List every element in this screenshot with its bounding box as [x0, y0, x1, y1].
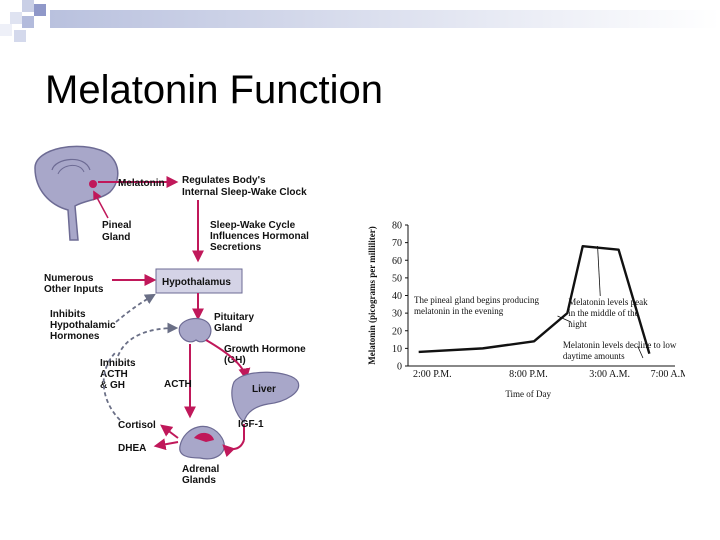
chart-annotation-decline-2: daytime amounts [563, 351, 625, 361]
melatonin-pathway-diagram: Melatonin Regulates Body's Internal Slee… [34, 145, 309, 486]
label-pituitary-2: Gland [214, 323, 242, 334]
melatonin-level-chart: 0 10 20 30 40 50 60 70 80 Melatonin (picograms pe… [367, 221, 685, 400]
chart-annotation-pointer [637, 345, 644, 359]
chart-series-line [418, 244, 651, 355]
chart-x-axis-label: Time of Day [505, 389, 551, 399]
label-pineal-2: Gland [102, 232, 130, 243]
label-adrenal-2: Glands [182, 475, 216, 486]
chart-y-tick-label: 10 [392, 344, 402, 355]
label-cycle-3: Secretions [210, 242, 262, 253]
brain-illustration [34, 145, 119, 241]
label-adrenal-1: Adrenal [182, 464, 219, 475]
label-dhea: DHEA [118, 443, 146, 454]
chart-y-tick-label: 60 [392, 256, 402, 267]
chart-y-axis-label: Melatonin (picograms per milliliter) [367, 226, 377, 365]
chart-y-tick-label: 40 [392, 291, 402, 302]
label-hypothalamus: Hypothalamus [162, 277, 231, 288]
pituitary-gland-icon [178, 317, 212, 343]
label-inhibits-acth-3: & GH [100, 380, 125, 391]
label-numerous-2: Other Inputs [44, 284, 104, 295]
slide-title: Melatonin Function [45, 68, 383, 112]
chart-annotation-peak-1: Melatonin levels peak [568, 297, 648, 307]
label-acth: ACTH [164, 379, 192, 390]
label-gh-1: Growth Hormone [224, 344, 306, 355]
label-melatonin: Melatonin [118, 178, 165, 189]
label-liver: Liver [252, 384, 276, 395]
label-inhibits-hyp-3: Hormones [50, 331, 100, 342]
chart-x-tick-label: 8:00 P.M. [509, 369, 548, 380]
label-inhibits-hyp-1: Inhibits [50, 309, 86, 320]
chart-annotation-evening-2: melatonin in the evening [414, 306, 504, 316]
label-cortisol: Cortisol [118, 420, 156, 431]
adrenal-gland-icon [179, 425, 225, 460]
label-inhibits-hyp-2: Hypothalamic [50, 320, 116, 331]
liver-icon [231, 371, 300, 424]
chart-x-tick-label: 7:00 A.M. [651, 369, 685, 380]
chart-annotation-decline-1: Melatonin levels decline to low [563, 340, 677, 350]
chart-y-tick-label: 20 [392, 326, 402, 337]
label-pituitary-1: Pituitary [214, 312, 254, 323]
label-regulates-2: Internal Sleep-Wake Clock [182, 187, 307, 198]
chart-y-tick-label: 70 [392, 238, 402, 249]
chart-annotation-peak-3: night [568, 319, 587, 329]
chart-x-tick-label: 2:00 P.M. [413, 369, 452, 380]
chart-annotation-evening-1: The pineal gland begins producing [414, 295, 539, 305]
label-regulates-1: Regulates Body's [182, 175, 266, 186]
chart-y-tick-label: 0 [397, 362, 402, 373]
chart-y-tick-label: 80 [392, 221, 402, 232]
pineal-gland-icon [89, 180, 97, 188]
chart-y-tick-label: 30 [392, 309, 402, 320]
label-pineal-1: Pineal [102, 220, 132, 231]
chart-annotation-pointer [597, 245, 601, 297]
label-inhibits-acth-2: ACTH [100, 369, 128, 380]
chart-y-tick-label: 50 [392, 273, 402, 284]
label-cycle-2: Influences Hormonal [210, 231, 309, 242]
header-gradient-bar [50, 10, 720, 28]
chart-annotation-peak-2: in the middle of the [568, 308, 638, 318]
label-inhibits-acth-1: Inhibits [100, 358, 136, 369]
chart-annotation-pointer [557, 315, 572, 323]
label-igf: IGF-1 [238, 419, 264, 430]
label-numerous-1: Numerous [44, 273, 94, 284]
chart-x-tick-label: 3:00 A.M. [589, 369, 630, 380]
label-cycle-1: Sleep-Wake Cycle [210, 220, 296, 231]
